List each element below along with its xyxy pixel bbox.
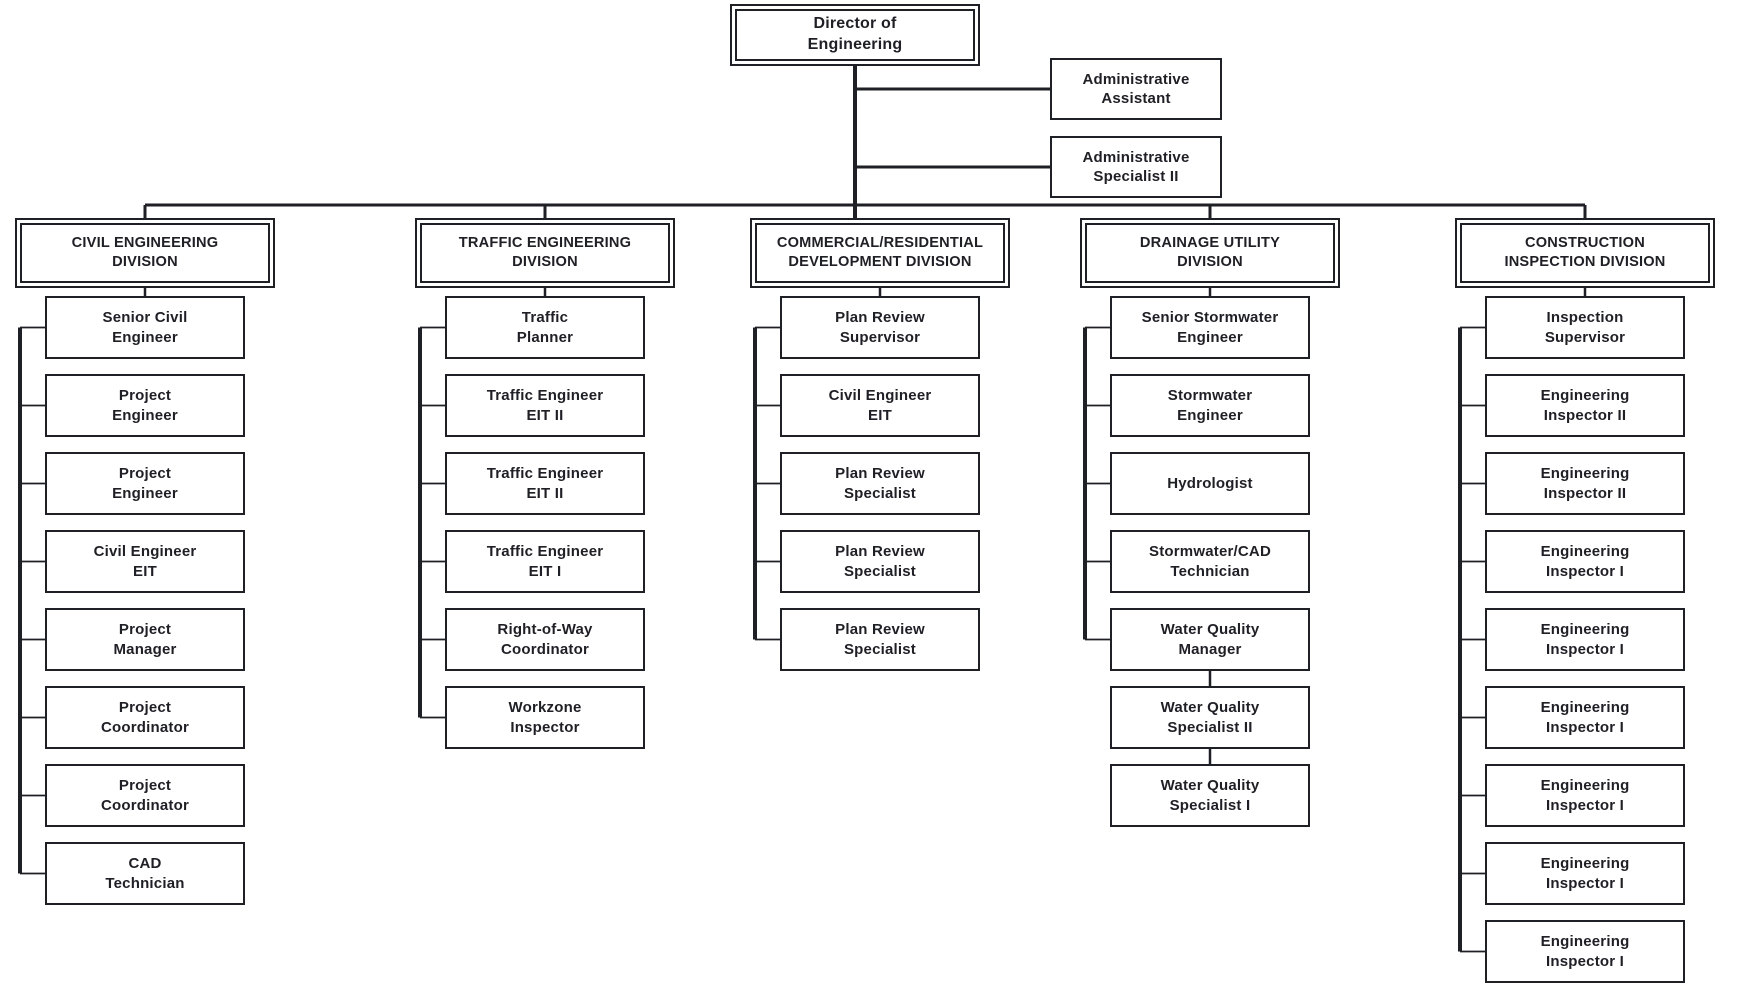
role-box: Right-of-Way Coordinator [445, 608, 645, 671]
role-label: Engineering Inspector II [1541, 464, 1630, 503]
role-label: Engineering Inspector I [1541, 854, 1630, 893]
role-label: CAD Technician [105, 854, 184, 893]
role-label: Project Coordinator [101, 776, 189, 815]
role-label: Engineering Inspector I [1541, 776, 1630, 815]
role-box: Civil Engineer EIT [780, 374, 980, 437]
role-box: Engineering Inspector II [1485, 452, 1685, 515]
role-box: Project Coordinator [45, 764, 245, 827]
role-box: Traffic Planner [445, 296, 645, 359]
role-label: Water Quality Manager [1161, 620, 1260, 659]
role-box: Engineering Inspector I [1485, 842, 1685, 905]
role-box: Hydrologist [1110, 452, 1310, 515]
role-box: Senior Stormwater Engineer [1110, 296, 1310, 359]
role-box: Water Quality Specialist I [1110, 764, 1310, 827]
role-label: Engineering Inspector I [1541, 932, 1630, 971]
role-label: Plan Review Specialist [835, 620, 925, 659]
role-box: Engineering Inspector I [1485, 530, 1685, 593]
division-box-inner: TRAFFIC ENGINEERING DIVISION [420, 223, 670, 283]
role-box: Traffic Engineer EIT II [445, 452, 645, 515]
role-box: Plan Review Specialist [780, 608, 980, 671]
role-label: Water Quality Specialist II [1161, 698, 1260, 737]
division-box: TRAFFIC ENGINEERING DIVISION [415, 218, 675, 288]
division-label: DRAINAGE UTILITY DIVISION [1140, 234, 1280, 272]
admin-specialist-box: Administrative Specialist II [1050, 136, 1222, 198]
role-box: Project Engineer [45, 374, 245, 437]
role-label: Stormwater/CAD Technician [1149, 542, 1271, 581]
role-box: Traffic Engineer EIT II [445, 374, 645, 437]
role-box: Inspection Supervisor [1485, 296, 1685, 359]
role-label: Project Engineer [112, 464, 178, 503]
role-label: Hydrologist [1167, 474, 1253, 494]
role-box: Engineering Inspector II [1485, 374, 1685, 437]
role-box: Stormwater Engineer [1110, 374, 1310, 437]
role-box: Civil Engineer EIT [45, 530, 245, 593]
role-label: Plan Review Specialist [835, 542, 925, 581]
role-label: Plan Review Specialist [835, 464, 925, 503]
director-label: Director of Engineering [808, 14, 903, 56]
division-label: CONSTRUCTION INSPECTION DIVISION [1504, 234, 1665, 272]
role-label: Workzone Inspector [509, 698, 582, 737]
role-box: Project Manager [45, 608, 245, 671]
role-label: Engineering Inspector I [1541, 542, 1630, 581]
role-label: Project Engineer [112, 386, 178, 425]
role-label: Plan Review Supervisor [835, 308, 925, 347]
role-label: Right-of-Way Coordinator [497, 620, 592, 659]
role-label: Engineering Inspector I [1541, 698, 1630, 737]
role-box: Engineering Inspector I [1485, 686, 1685, 749]
role-label: Traffic Engineer EIT II [487, 386, 604, 425]
role-box: Workzone Inspector [445, 686, 645, 749]
division-label: COMMERCIAL/RESIDENTIAL DEVELOPMENT DIVIS… [777, 234, 983, 272]
role-label: Project Manager [113, 620, 176, 659]
role-box: Water Quality Specialist II [1110, 686, 1310, 749]
role-box: Engineering Inspector I [1485, 608, 1685, 671]
role-label: Water Quality Specialist I [1161, 776, 1260, 815]
division-box: COMMERCIAL/RESIDENTIAL DEVELOPMENT DIVIS… [750, 218, 1010, 288]
role-box: Senior Civil Engineer [45, 296, 245, 359]
role-label: Senior Stormwater Engineer [1142, 308, 1279, 347]
division-box-inner: DRAINAGE UTILITY DIVISION [1085, 223, 1335, 283]
role-label: Inspection Supervisor [1545, 308, 1625, 347]
division-box-inner: CONSTRUCTION INSPECTION DIVISION [1460, 223, 1710, 283]
role-label: Traffic Planner [517, 308, 573, 347]
division-label: CIVIL ENGINEERING DIVISION [72, 234, 219, 272]
role-label: Civil Engineer EIT [94, 542, 197, 581]
role-box: Project Coordinator [45, 686, 245, 749]
role-box: Plan Review Supervisor [780, 296, 980, 359]
role-box: Plan Review Specialist [780, 452, 980, 515]
role-box: Engineering Inspector I [1485, 920, 1685, 983]
division-box: DRAINAGE UTILITY DIVISION [1080, 218, 1340, 288]
admin-assistant-label: Administrative Assistant [1083, 70, 1190, 109]
role-label: Civil Engineer EIT [829, 386, 932, 425]
role-box: Plan Review Specialist [780, 530, 980, 593]
role-box: Traffic Engineer EIT I [445, 530, 645, 593]
division-box: CIVIL ENGINEERING DIVISION [15, 218, 275, 288]
division-box-inner: CIVIL ENGINEERING DIVISION [20, 223, 270, 283]
director-box: Director of Engineering [730, 4, 980, 66]
role-label: Project Coordinator [101, 698, 189, 737]
role-label: Engineering Inspector I [1541, 620, 1630, 659]
role-box: CAD Technician [45, 842, 245, 905]
role-label: Traffic Engineer EIT I [487, 542, 604, 581]
admin-specialist-label: Administrative Specialist II [1083, 148, 1190, 187]
role-label: Engineering Inspector II [1541, 386, 1630, 425]
role-label: Stormwater Engineer [1168, 386, 1253, 425]
role-box: Project Engineer [45, 452, 245, 515]
role-box: Stormwater/CAD Technician [1110, 530, 1310, 593]
admin-assistant-box: Administrative Assistant [1050, 58, 1222, 120]
division-box: CONSTRUCTION INSPECTION DIVISION [1455, 218, 1715, 288]
role-box: Water Quality Manager [1110, 608, 1310, 671]
division-label: TRAFFIC ENGINEERING DIVISION [459, 234, 631, 272]
role-box: Engineering Inspector I [1485, 764, 1685, 827]
role-label: Senior Civil Engineer [103, 308, 188, 347]
director-box-inner: Director of Engineering [735, 9, 975, 61]
division-box-inner: COMMERCIAL/RESIDENTIAL DEVELOPMENT DIVIS… [755, 223, 1005, 283]
role-label: Traffic Engineer EIT II [487, 464, 604, 503]
